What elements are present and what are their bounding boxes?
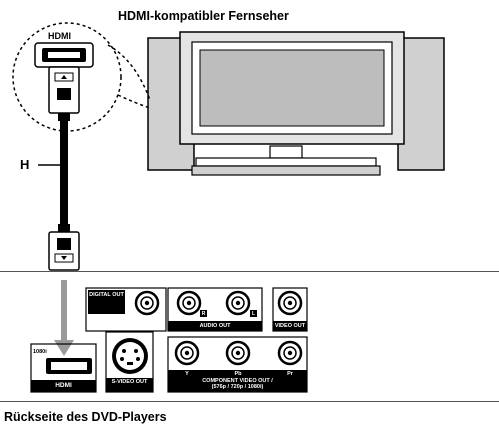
connection-arrow xyxy=(54,280,74,356)
audio-out-label: AUDIO OUT xyxy=(199,323,231,329)
divider-line xyxy=(0,401,499,402)
component-y-label: Y xyxy=(185,371,189,377)
hdmi-plug-bottom xyxy=(48,224,80,271)
audio-l-label: L xyxy=(251,311,256,317)
audio-r-label: R xyxy=(201,311,206,317)
hdmi-plug-top xyxy=(48,66,80,121)
video-out-label: VIDEO OUT xyxy=(274,323,306,329)
tv-illustration xyxy=(147,31,445,176)
hdmi-port-callout xyxy=(12,22,151,132)
digital-out-label: DIGITAL OUT xyxy=(89,292,124,298)
component-video-label: COMPONENT VIDEO OUT / xyxy=(202,378,273,384)
dvd-rear-panel xyxy=(30,287,308,393)
component-pr-label: Pr xyxy=(287,371,293,377)
component-pb-label: Pb xyxy=(234,371,242,377)
hdmi-port-label: HDMI xyxy=(48,31,71,41)
svideo-out-label: S-VIDEO OUT xyxy=(111,379,148,385)
hdmi-badge: 1080i xyxy=(33,349,47,355)
cable-label: H xyxy=(20,157,30,172)
panel-caption: Rückseite des DVD-Players xyxy=(4,410,167,424)
tv-title: HDMI-kompatibler Fernseher xyxy=(118,9,289,23)
component-video-sub: (576p / 720p / 1080i) xyxy=(211,384,264,390)
coaxial-label: COAXIAL xyxy=(89,308,114,314)
divider-line xyxy=(0,271,499,272)
hdmi-cable xyxy=(38,121,68,229)
hdmi-label: HDMI xyxy=(55,382,72,389)
